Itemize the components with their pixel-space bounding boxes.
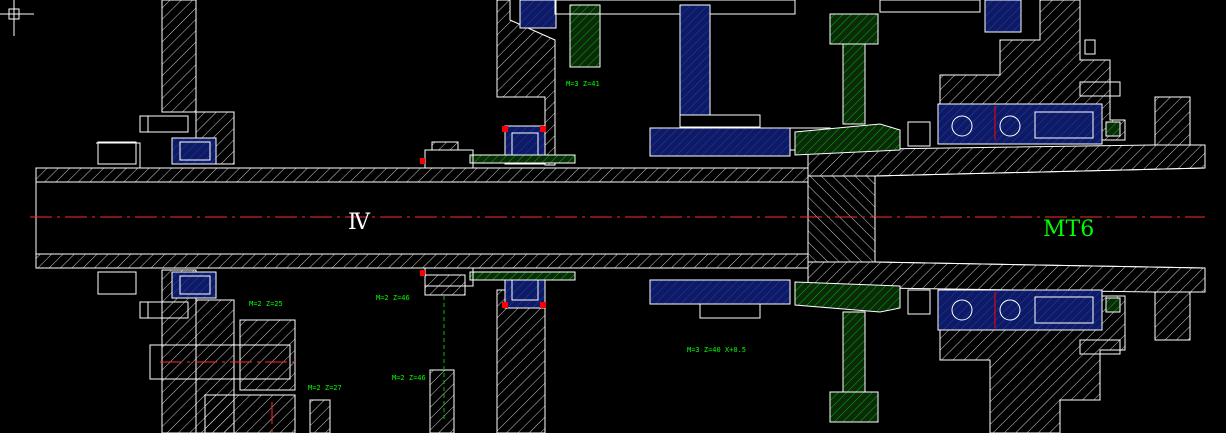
cad-cursor-crosshair <box>0 0 34 36</box>
shaft-iv[interactable] <box>35 167 809 269</box>
right-bearing-bottom <box>937 289 1103 331</box>
bolt-icon <box>139 301 189 319</box>
left-bearing-bottom <box>171 271 217 299</box>
gear-label: M=2 Z=27 <box>308 384 342 392</box>
gear-label: M=3 Z=40 X+0.5 <box>687 346 746 354</box>
nut-top <box>907 121 931 147</box>
right-bearing-top <box>937 103 1103 145</box>
gear-z41 <box>554 0 796 128</box>
center-housing <box>496 0 557 433</box>
gear-z40-upper <box>794 0 981 156</box>
bolt-icon <box>1079 339 1121 355</box>
bolt-icon <box>1079 39 1121 97</box>
gear-label: M=2 Z=46 <box>392 374 426 382</box>
gear-label: M=2 Z=46 <box>376 294 410 302</box>
shaft-label: Ⅳ <box>348 210 371 235</box>
gear-label: M=2 Z=25 <box>249 300 283 308</box>
nut-bottom <box>907 289 931 315</box>
spindle-label: MT6 <box>1043 217 1094 242</box>
clutch-sleeve-bottom <box>649 279 791 319</box>
spline-bottom <box>469 271 576 281</box>
clutch-sleeve-top <box>649 127 831 157</box>
sleeve-top <box>420 141 474 169</box>
gear-z40-lower <box>794 281 901 423</box>
seal-top <box>1105 121 1121 137</box>
spindle-mt6[interactable] <box>807 96 1206 341</box>
seal-bottom <box>1105 297 1121 313</box>
counter-shaft <box>149 319 331 433</box>
spline-top <box>469 154 576 164</box>
left-bearing-top <box>171 137 217 165</box>
gear-z46-lower <box>424 274 466 433</box>
sleeve-bottom <box>420 267 474 287</box>
bolt-icon <box>139 115 189 133</box>
gear-label: M=3 Z=41 <box>566 80 600 88</box>
